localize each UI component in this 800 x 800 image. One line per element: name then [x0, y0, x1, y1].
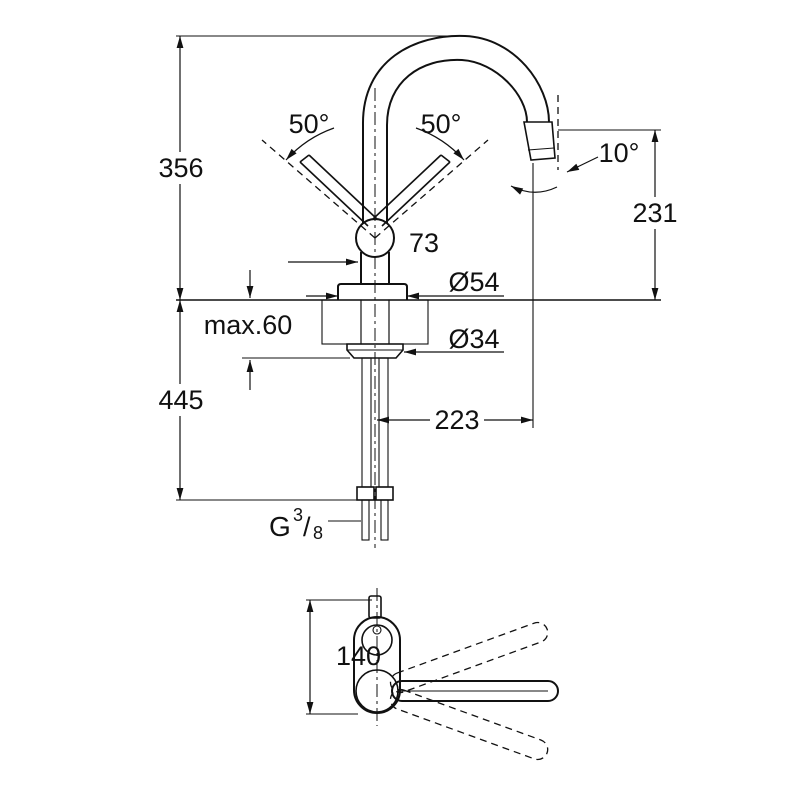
dim-label-max60: max.60: [204, 310, 293, 340]
dim-label-140: 140: [336, 641, 381, 671]
side-view: 356 445 231 223 max.60: [156, 34, 682, 548]
dimension-50-right: 50°: [415, 109, 465, 161]
dim-label-50-left: 50°: [289, 109, 330, 139]
counter-hatch-right: [388, 299, 429, 345]
dim-label-73: 73: [409, 228, 439, 258]
lever-tip-top-view: [368, 595, 382, 619]
dim-label-231: 231: [632, 198, 677, 228]
dimension-231: 231: [558, 129, 682, 300]
dimension-10: 10°: [510, 95, 640, 195]
aerator-outlet: [523, 121, 556, 161]
dim-label-356: 356: [158, 153, 203, 183]
spout-inner-curve: [386, 58, 528, 126]
spout-swivel-down: [389, 688, 549, 761]
dim-label-445: 445: [158, 385, 203, 415]
hose-tail-right: [380, 499, 389, 541]
dimension-d54: Ø54: [306, 267, 504, 300]
handle-left-position: [299, 154, 378, 227]
dim-label-d34: Ø34: [448, 324, 499, 354]
dimension-max-60: max.60: [204, 270, 350, 390]
aerator-band: [527, 147, 555, 151]
dim-label-50-right: 50°: [421, 109, 462, 139]
handle-axis-right: [374, 139, 489, 239]
dimension-356: 356: [156, 35, 465, 300]
dimension-223: 223: [377, 163, 534, 436]
counter-hatch-left: [321, 299, 362, 345]
dim-label-d54: Ø54: [448, 267, 499, 297]
thread-denominator: 8: [313, 523, 323, 543]
top-view: 140: [306, 588, 559, 761]
faucet-outline: [261, 34, 556, 300]
dimension-73: 73: [288, 228, 439, 266]
flex-hose-left: [361, 357, 372, 488]
thread-slash: /: [303, 512, 311, 542]
dim-label-223: 223: [434, 405, 479, 435]
dimension-445: 445: [156, 300, 358, 501]
flex-hose-right: [378, 357, 389, 488]
escutcheon: [337, 283, 408, 300]
thread-numerator: 3: [293, 505, 303, 525]
handle-right-position: [372, 154, 451, 227]
dimension-140: 140: [306, 599, 381, 715]
spout-top-view: [391, 680, 559, 702]
hose-nut-left: [356, 486, 375, 501]
thread-prefix: G: [269, 511, 291, 542]
dim-label-10: 10°: [599, 138, 640, 168]
hose-tail-left: [361, 499, 370, 541]
hose-nut-right: [375, 486, 394, 501]
lever-pivot: [372, 625, 382, 635]
spout-swivel-up: [389, 621, 549, 694]
dimension-50-left: 50°: [285, 109, 335, 161]
handle-axis-left: [261, 139, 376, 239]
thread-label: G 3 / 8: [269, 505, 361, 543]
dimension-d34: Ø34: [404, 324, 504, 356]
